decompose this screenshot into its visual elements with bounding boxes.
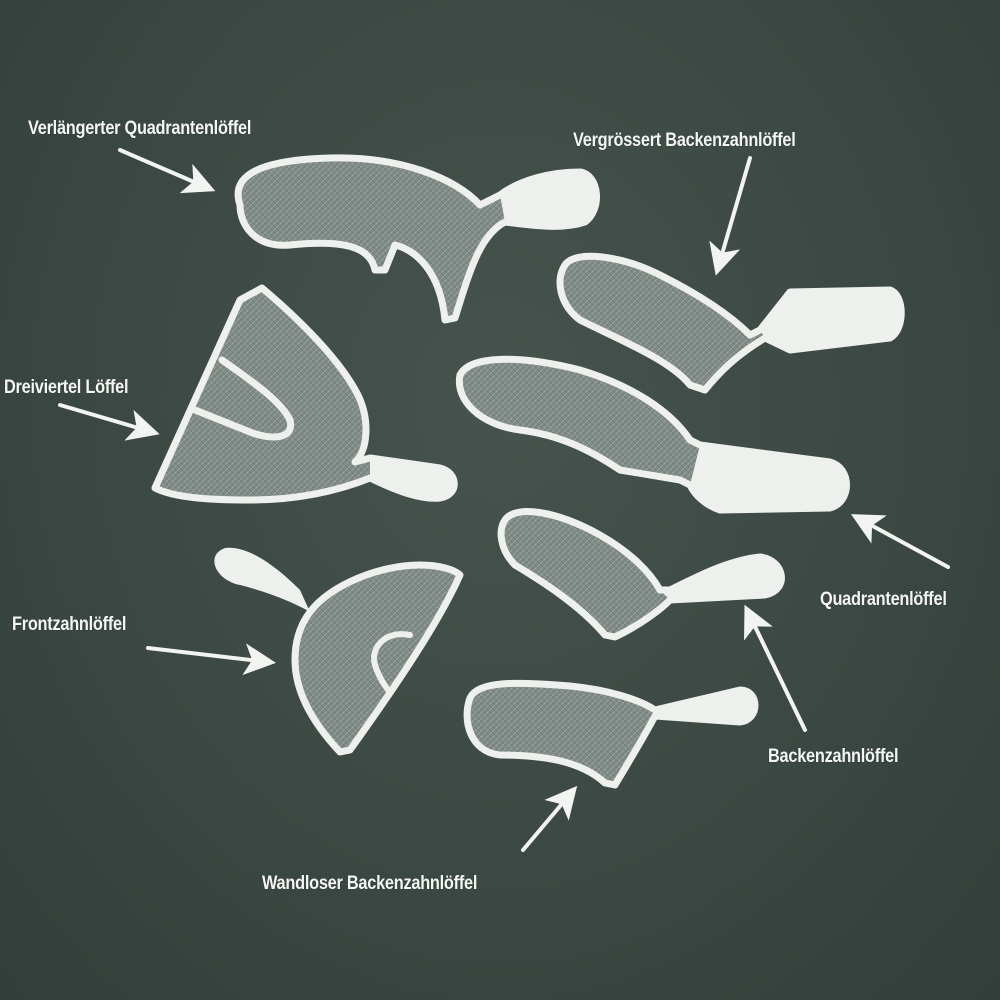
arrow-wandloser-backenzahnloeffel xyxy=(521,785,578,852)
anterior-tray xyxy=(214,547,464,756)
quadrant-tray xyxy=(455,355,850,514)
label-quadrantenloeffel: Quadrantenlöffel xyxy=(820,589,947,610)
label-wandloser-backenzahnloeffel: Wandloser Backenzahnlöffel xyxy=(262,873,478,894)
arrow-backenzahnloeffel xyxy=(744,604,807,732)
extended-quadrant-tray xyxy=(234,154,600,324)
arrow-vergroessert-backenzahnloeffel xyxy=(709,156,752,276)
label-backenzahnloeffel: Backenzahnlöffel xyxy=(768,746,899,767)
label-frontzahnloeffel: Frontzahnlöffel xyxy=(12,614,127,635)
arrow-frontzahnloeffel xyxy=(146,643,276,676)
wallless-molar-tray xyxy=(463,679,759,789)
arrow-verlaengerter-quadrantenloeffel xyxy=(118,148,216,194)
label-dreiviertel-loeffel: Dreiviertel Löffel xyxy=(4,377,129,398)
enlarged-molar-tray xyxy=(556,252,905,394)
molar-tray xyxy=(497,508,785,641)
pointer-arrows xyxy=(58,148,950,852)
arrow-quadrantenloeffel xyxy=(850,514,950,569)
label-vergroessert-backenzahnloeffel: Vergrössert Backenzahnlöffel xyxy=(573,130,796,151)
label-verlaengerter-quadrantenloeffel: Verlängerter Quadrantenlöffel xyxy=(28,118,252,139)
arrow-dreiviertel-loeffel xyxy=(58,403,160,441)
three-quarter-tray xyxy=(151,284,458,504)
